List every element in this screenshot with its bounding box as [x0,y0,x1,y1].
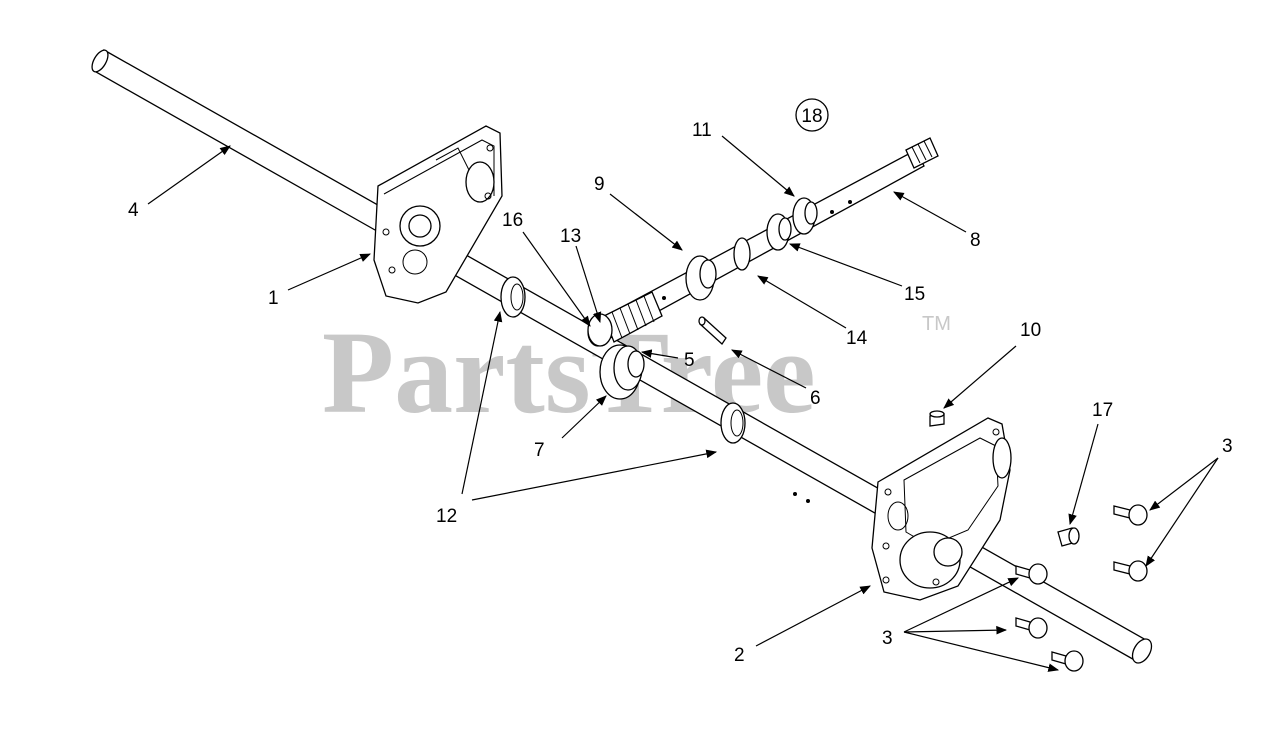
left-gearcase-half [373,125,503,304]
worm-gear [599,344,645,400]
callout-labels: 1 2 3 3 4 5 6 7 8 9 10 11 12 13 14 15 16… [128,120,1233,666]
callout-2: 2 [734,645,745,666]
callout-13: 13 [560,226,581,247]
hex-bolt [1113,504,1148,526]
callout-1: 1 [268,288,279,309]
leader-lines [147,135,1219,672]
vent-plug [929,410,945,427]
callout-15: 15 [904,284,925,305]
callout-9: 9 [594,174,605,195]
hex-bolt [1051,650,1084,672]
callout-7: 7 [534,440,545,461]
hex-bolt [1015,563,1048,585]
assembly-badge: 18 [795,98,829,132]
hex-bolts [1015,504,1148,672]
callout-5: 5 [684,350,695,371]
callout-6: 6 [810,388,821,409]
assembly-badge-label: 18 [801,106,822,127]
hex-bolt [1113,560,1148,582]
hex-bolt [1015,617,1048,639]
callout-10: 10 [1020,320,1041,341]
callout-14: 14 [846,328,868,349]
thrust-washers [500,276,746,444]
callout-3-bottom: 3 [882,628,893,649]
worm-shaft [587,137,939,347]
callout-17: 17 [1092,400,1113,421]
callout-12: 12 [436,506,457,527]
callout-8: 8 [970,230,981,251]
callout-3-right: 3 [1222,436,1233,457]
roll-pin [698,316,727,345]
plug-fitting [1057,527,1080,547]
callout-11: 11 [692,120,712,141]
callout-16: 16 [502,210,523,231]
right-gearcase-half [871,417,1012,601]
callout-4: 4 [128,200,139,221]
watermark-trademark: TM [922,313,951,335]
